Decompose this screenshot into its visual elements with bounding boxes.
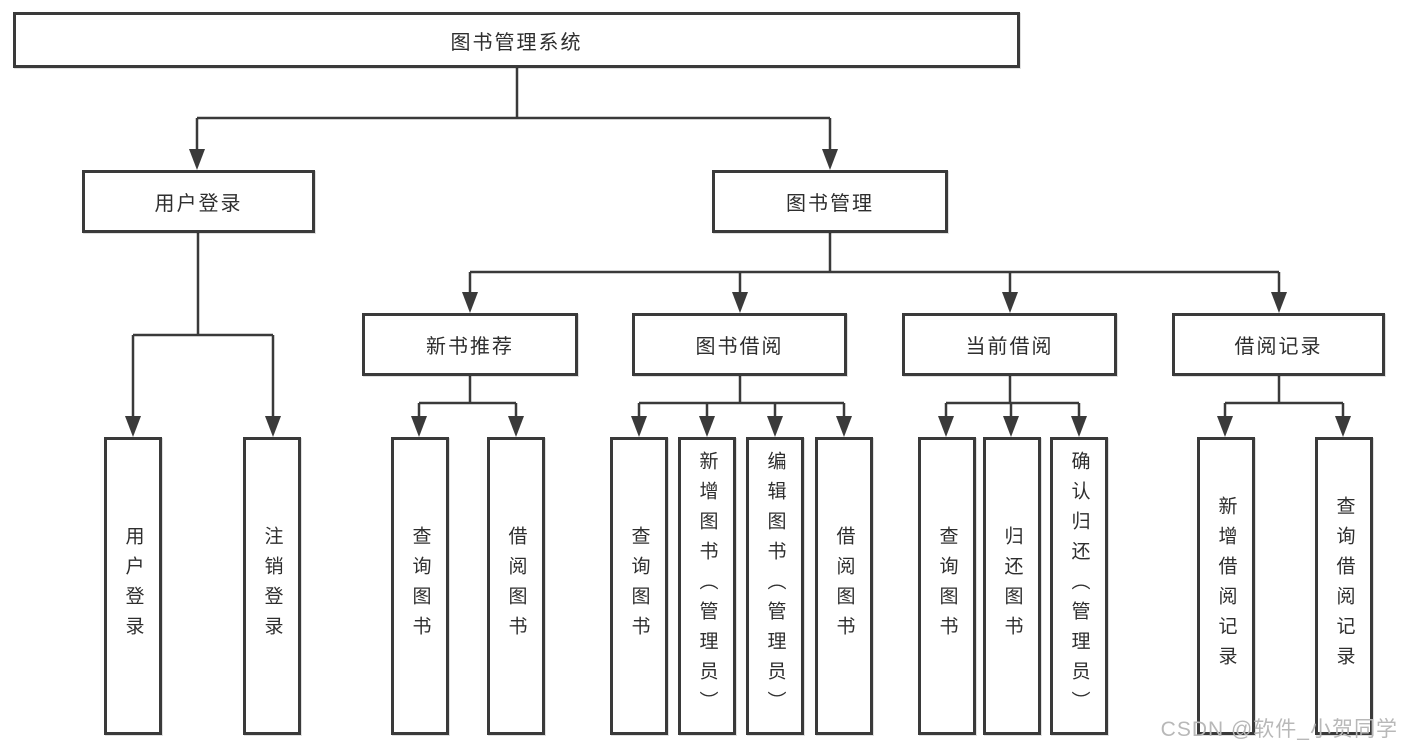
leaf-query-borrow-record-label: 查询借阅记录	[1333, 496, 1355, 676]
leaf-query-books-borrow: 查询图书	[610, 437, 668, 735]
leaf-add-books-admin-label: 新增图书（管理员）	[696, 451, 718, 721]
leaf-query-books-recommend: 查询图书	[391, 437, 449, 735]
leaf-return-books-label: 归还图书	[1001, 526, 1023, 646]
csdn-watermark: CSDN @软件_小贺同学	[1160, 718, 1398, 741]
leaf-borrow-books-recommend-label: 借阅图书	[505, 526, 527, 646]
leaf-add-borrow-record: 新增借阅记录	[1197, 437, 1255, 735]
node-book-management: 图书管理	[712, 170, 948, 233]
connector-user-login-children	[125, 233, 281, 437]
node-root-library-management-system: 图书管理系统	[13, 12, 1020, 68]
leaf-query-borrow-record: 查询借阅记录	[1315, 437, 1373, 735]
node-current-borrow: 当前借阅	[902, 313, 1117, 376]
leaf-query-books-current: 查询图书	[918, 437, 976, 735]
node-borrow-records: 借阅记录	[1172, 313, 1385, 376]
leaf-edit-books-admin-label: 编辑图书（管理员）	[764, 451, 786, 721]
connector-current-borrow-children	[938, 376, 1087, 437]
leaf-user-login-label: 用户登录	[122, 526, 144, 646]
leaf-borrow-books-recommend: 借阅图书	[487, 437, 545, 735]
leaf-confirm-return-admin: 确认归还（管理员）	[1050, 437, 1108, 735]
leaf-query-books-recommend-label: 查询图书	[409, 526, 431, 646]
leaf-return-books: 归还图书	[983, 437, 1041, 735]
leaf-query-books-borrow-label: 查询图书	[628, 526, 650, 646]
connector-book-borrow-children	[631, 376, 852, 437]
leaf-borrow-books-label: 借阅图书	[833, 526, 855, 646]
leaf-logout-label: 注销登录	[261, 526, 283, 646]
leaf-add-borrow-record-label: 新增借阅记录	[1215, 496, 1237, 676]
leaf-user-login: 用户登录	[104, 437, 162, 735]
node-new-book-recommend: 新书推荐	[362, 313, 578, 376]
leaf-query-books-current-label: 查询图书	[936, 526, 958, 646]
leaf-edit-books-admin: 编辑图书（管理员）	[746, 437, 804, 735]
leaf-confirm-return-admin-label: 确认归还（管理员）	[1068, 451, 1090, 721]
connector-new-book-children	[411, 376, 524, 437]
connector-root-to-level2	[189, 68, 838, 170]
leaf-borrow-books: 借阅图书	[815, 437, 873, 735]
connector-borrow-records-children	[1217, 376, 1351, 437]
leaf-logout: 注销登录	[243, 437, 301, 735]
connector-book-management-children	[462, 233, 1287, 313]
node-user-login: 用户登录	[82, 170, 315, 233]
leaf-add-books-admin: 新增图书（管理员）	[678, 437, 736, 735]
node-book-borrow: 图书借阅	[632, 313, 847, 376]
